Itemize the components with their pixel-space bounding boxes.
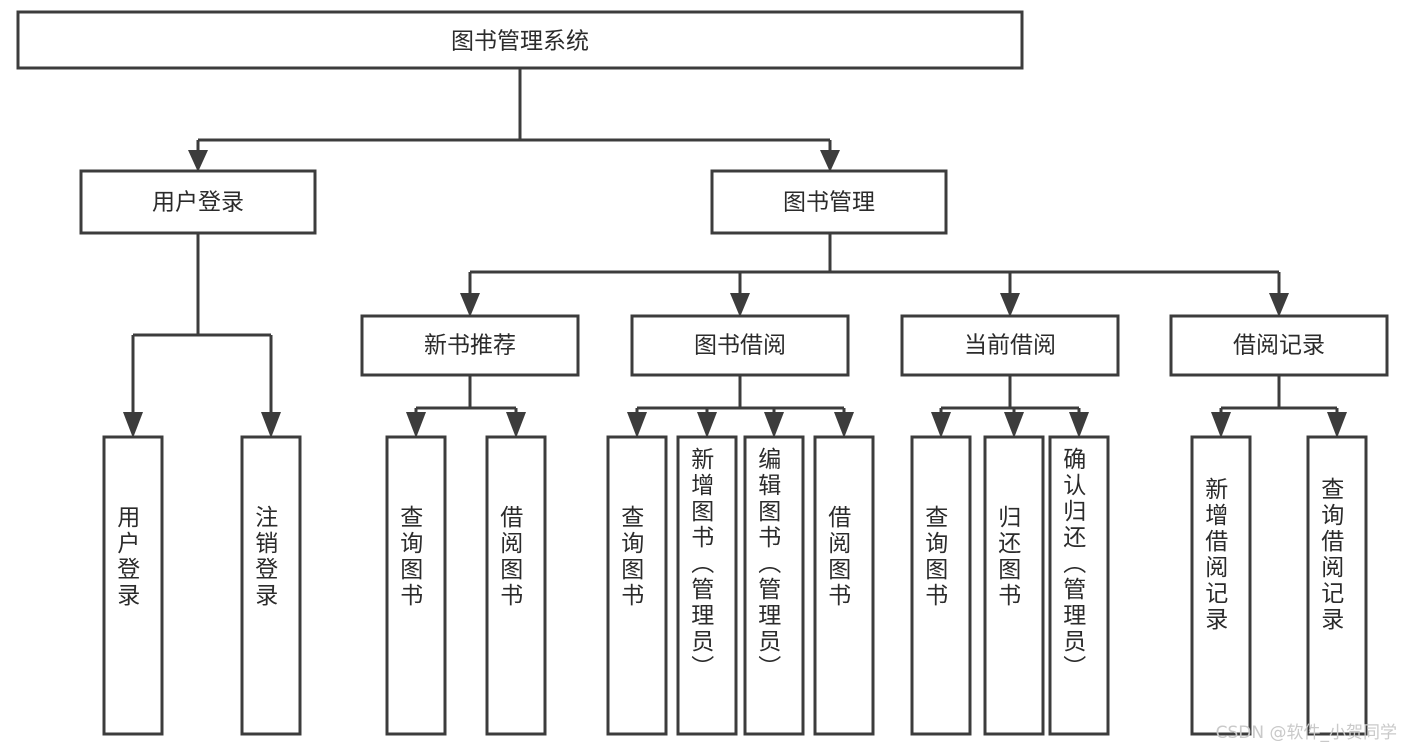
node-user-login-label: 用户登录: [152, 190, 244, 216]
leaf-add-record-rect[interactable]: [1190, 435, 1252, 736]
leaf-logout-rect[interactable]: [240, 435, 302, 736]
node-user-login[interactable]: 用户登录: [79, 169, 317, 235]
node-book-manage-label: 图书管理: [783, 190, 875, 216]
leaf-return-book-rect[interactable]: [983, 435, 1045, 736]
connector-currentborrow-to-leaves: [931, 375, 1089, 438]
connector-bookmanage-to-level3: [460, 233, 1289, 317]
leaf-user-login-rect[interactable]: [102, 435, 164, 736]
node-root[interactable]: 图书管理系统: [16, 10, 1024, 70]
node-new-book-rec-rect: [360, 314, 580, 377]
leaf-add-book-rect[interactable]: [676, 435, 738, 736]
node-book-borrow-rect: [630, 314, 850, 377]
connector-bookborrow-to-leaves: [627, 375, 854, 438]
leaf-borrow-book-1-rect[interactable]: [485, 435, 547, 736]
leaf-query-book-1-rect[interactable]: [385, 435, 447, 736]
connector-root-to-level2: [188, 68, 840, 172]
connector-userlogin-to-leaves: [123, 233, 281, 438]
leaf-query-record-rect[interactable]: [1306, 435, 1368, 736]
node-current-borrow-rect: [900, 314, 1120, 377]
leaf-confirm-return-rect[interactable]: [1048, 435, 1110, 736]
node-user-login-rect: [79, 169, 317, 235]
node-root-rect: [16, 10, 1024, 70]
node-current-borrow-label: 当前借阅: [964, 333, 1056, 359]
node-borrow-record-label: 借阅记录: [1233, 333, 1325, 359]
node-borrow-record-rect: [1169, 314, 1389, 377]
leaf-query-book-2-rect[interactable]: [606, 435, 668, 736]
csdn-watermark: CSDN @软件_小贺同学: [1215, 723, 1397, 743]
node-new-book-rec[interactable]: 新书推荐: [360, 314, 580, 377]
node-new-book-rec-label: 新书推荐: [424, 333, 516, 359]
connector-borrowrecord-to-leaves: [1211, 375, 1347, 438]
leaf-rects: [102, 435, 1368, 736]
leaf-borrow-book-2-rect[interactable]: [813, 435, 875, 736]
node-borrow-record[interactable]: 借阅记录: [1169, 314, 1389, 377]
leaf-edit-book-rect[interactable]: [743, 435, 805, 736]
connector-newbook-to-leaves: [406, 375, 526, 438]
leaf-query-book-3-rect[interactable]: [910, 435, 972, 736]
node-book-manage-rect: [710, 169, 948, 235]
node-book-manage[interactable]: 图书管理: [710, 169, 948, 235]
node-current-borrow[interactable]: 当前借阅: [900, 314, 1120, 377]
node-root-label: 图书管理系统: [451, 29, 589, 55]
node-book-borrow[interactable]: 图书借阅: [630, 314, 850, 377]
node-book-borrow-label: 图书借阅: [694, 333, 786, 359]
